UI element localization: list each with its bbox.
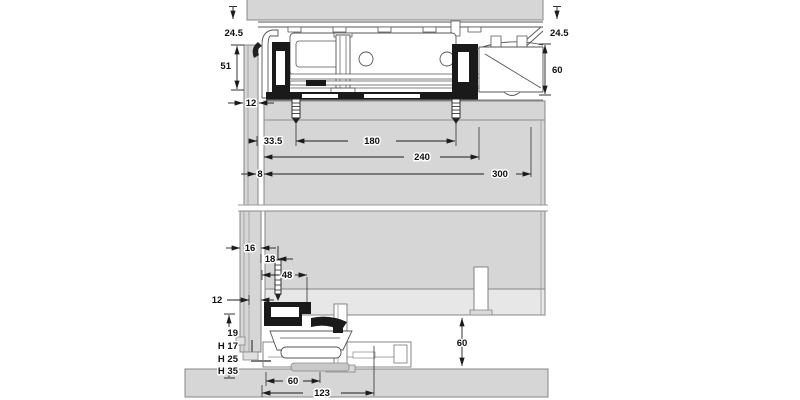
dim-screw-spacing: 180 bbox=[364, 136, 380, 147]
wall-bracket bbox=[251, 340, 271, 362]
dim-fitting-height: 60 bbox=[552, 65, 563, 76]
structure-panels bbox=[184, 0, 549, 398]
soft-close-damper bbox=[476, 35, 544, 96]
dim-overall-length: 300 bbox=[492, 169, 508, 180]
dim-guide-width: 48 bbox=[282, 270, 293, 281]
dim-height-h17: H 17 bbox=[218, 341, 238, 352]
wall-mount-profile bbox=[261, 29, 279, 99]
fixing-tab bbox=[332, 26, 347, 33]
guide-rail-profile bbox=[264, 302, 347, 333]
door-panel-top bbox=[263, 100, 546, 206]
dim-bracket-offset: 19 bbox=[227, 328, 238, 339]
side-wall-bottom bbox=[239, 210, 262, 353]
top-track-assembly bbox=[252, 20, 544, 125]
fixing-tab bbox=[422, 26, 437, 33]
dim-rail-inset: 12 bbox=[212, 295, 223, 306]
dim-guide-length: 60 bbox=[288, 376, 299, 387]
dim-screw-offset: 33.5 bbox=[264, 136, 283, 147]
fixing-tab bbox=[377, 26, 392, 33]
section-separator bbox=[238, 204, 548, 212]
dim-height-h25: H 25 bbox=[218, 354, 239, 365]
rear-guide-clip bbox=[469, 266, 493, 316]
door-bottom-rail-zone bbox=[264, 288, 546, 316]
dimensions-bottom bbox=[224, 245, 465, 397]
mount-hook bbox=[252, 42, 262, 58]
dim-reveal-right: 24.5 bbox=[550, 28, 569, 39]
fixing-tab bbox=[467, 26, 482, 33]
dim-height-h35: H 35 bbox=[218, 366, 239, 377]
dim-track-height: 51 bbox=[220, 61, 231, 72]
dim-guide-offset: 18 bbox=[265, 254, 276, 265]
dimension-labels-top: 24.5 51 12 24.5 60 33.5 180 240 8 300 bbox=[219, 27, 571, 182]
dim-profile-length: 240 bbox=[414, 152, 430, 163]
dim-reveal-left: 24.5 bbox=[225, 28, 244, 39]
bottom-roller bbox=[280, 346, 342, 359]
roller-pad bbox=[290, 362, 350, 372]
door-panel-bottom bbox=[264, 210, 546, 290]
dim-plinth-height: 60 bbox=[457, 338, 468, 349]
dimensions-top bbox=[228, 6, 561, 177]
fixing-tab bbox=[287, 26, 302, 33]
dim-wall-gap: 8 bbox=[257, 169, 262, 180]
roller-wheel-icon bbox=[439, 51, 455, 67]
dim-wall-thickness-top: 12 bbox=[246, 98, 257, 109]
bottom-roller-carriage bbox=[269, 330, 353, 351]
dim-wall-thickness-bottom: 16 bbox=[245, 243, 256, 254]
dimension-labels-bottom: 16 18 48 12 19 H 17 H 25 H 35 60 60 123 bbox=[210, 242, 469, 400]
dim-housing-length: 123 bbox=[314, 388, 330, 399]
ceiling-panel bbox=[246, 0, 544, 21]
roller-wheel-icon bbox=[358, 51, 374, 67]
side-wall-top bbox=[243, 44, 259, 206]
